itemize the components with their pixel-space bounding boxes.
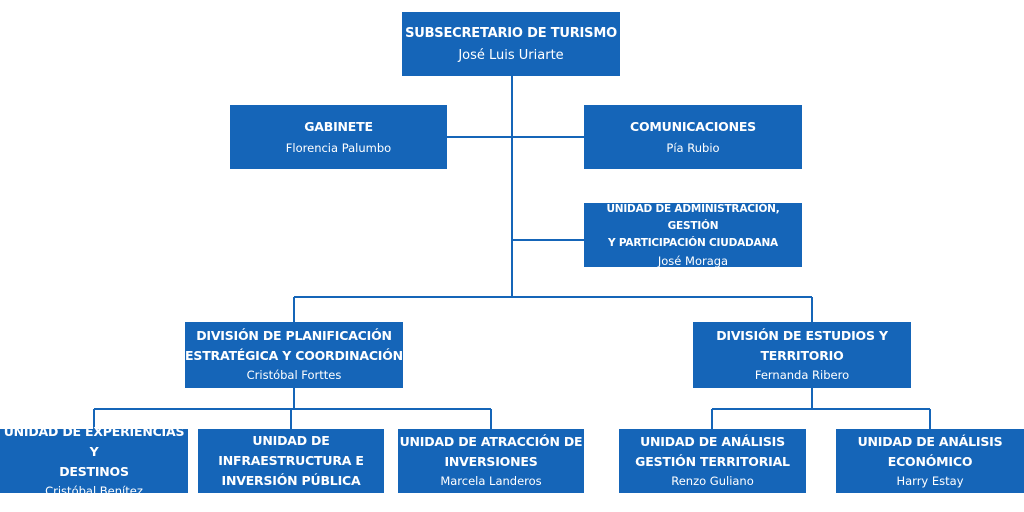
node-title-line: UNIDAD DE ANÁLISIS — [640, 434, 785, 449]
node-analisis-economico: UNIDAD DE ANÁLISIS ECONÓMICO Harry Estay — [836, 429, 1024, 493]
node-subsecretario: SUBSECRETARIO DE TURISMO José Luis Uriar… — [402, 12, 620, 76]
node-title-line: UNIDAD DE — [252, 433, 330, 448]
node-person: Florencia Palumbo — [285, 141, 392, 155]
node-infraestructura: UNIDAD DE INFRAESTRUCTURA E INVERSIÓN PÚ… — [198, 429, 384, 493]
node-person: Fernanda Ribero — [754, 368, 850, 382]
node-experiencias: UNIDAD DE EXPERIENCIAS Y DESTINOS Cristó… — [0, 424, 188, 498]
node-person: Harry Estay — [896, 474, 964, 488]
node-title: COMUNICACIONES — [629, 119, 756, 134]
node-person: Cristóbal Benítez — [45, 484, 143, 498]
node-title-line: DIVISIÓN DE ESTUDIOS Y — [716, 328, 888, 343]
node-title-line: INFRAESTRUCTURA E — [218, 453, 364, 468]
node-title-line: DESTINOS — [59, 464, 129, 479]
node-title-line: TERRITORIO — [760, 348, 844, 363]
node-comunicaciones: COMUNICACIONES Pía Rubio — [584, 105, 802, 169]
node-title-line: INVERSIONES — [444, 454, 538, 469]
node-person: Cristóbal Forttes — [246, 368, 342, 382]
node-person: Pía Rubio — [666, 141, 720, 155]
node-title-line: ECONÓMICO — [887, 454, 973, 469]
node-person: José Luis Uriarte — [458, 47, 564, 63]
node-title-line: UNIDAD DE ADMINISTRACIÓN, GESTIÓN — [606, 202, 780, 232]
node-estudios: DIVISIÓN DE ESTUDIOS Y TERRITORIO Fernan… — [693, 322, 911, 388]
node-inversiones: UNIDAD DE ATRACCIÓN DE INVERSIONES Marce… — [398, 429, 584, 493]
node-planificacion: DIVISIÓN DE PLANIFICACIÓN ESTRATÉGICA Y … — [185, 322, 403, 388]
node-title-line: ESTRATÉGICA Y COORDINACIÓN — [185, 348, 403, 363]
node-title: GABINETE — [304, 119, 373, 134]
node-title-line: INVERSIÓN PÚBLICA — [221, 473, 361, 488]
node-title-line: DIVISIÓN DE PLANIFICACIÓN — [196, 328, 392, 343]
node-title-line: Y PARTICIPACIÓN CIUDADANA — [608, 236, 778, 249]
node-person: José Moraga — [657, 253, 729, 268]
node-title: SUBSECRETARIO DE TURISMO — [405, 25, 617, 41]
node-title-line: GESTIÓN TERRITORIAL — [635, 454, 790, 469]
node-analisis-territorial: UNIDAD DE ANÁLISIS GESTIÓN TERRITORIAL R… — [619, 429, 806, 493]
node-administracion: UNIDAD DE ADMINISTRACIÓN, GESTIÓN Y PART… — [584, 202, 802, 268]
node-gabinete: GABINETE Florencia Palumbo — [230, 105, 447, 169]
node-person: Renzo Guliano — [671, 474, 754, 488]
node-person: Marcela Landeros — [440, 474, 542, 488]
node-title-line: UNIDAD DE EXPERIENCIAS Y — [3, 424, 185, 459]
node-title-line: UNIDAD DE ANÁLISIS — [857, 434, 1003, 449]
node-title-line: UNIDAD DE ATRACCIÓN DE — [399, 434, 583, 449]
